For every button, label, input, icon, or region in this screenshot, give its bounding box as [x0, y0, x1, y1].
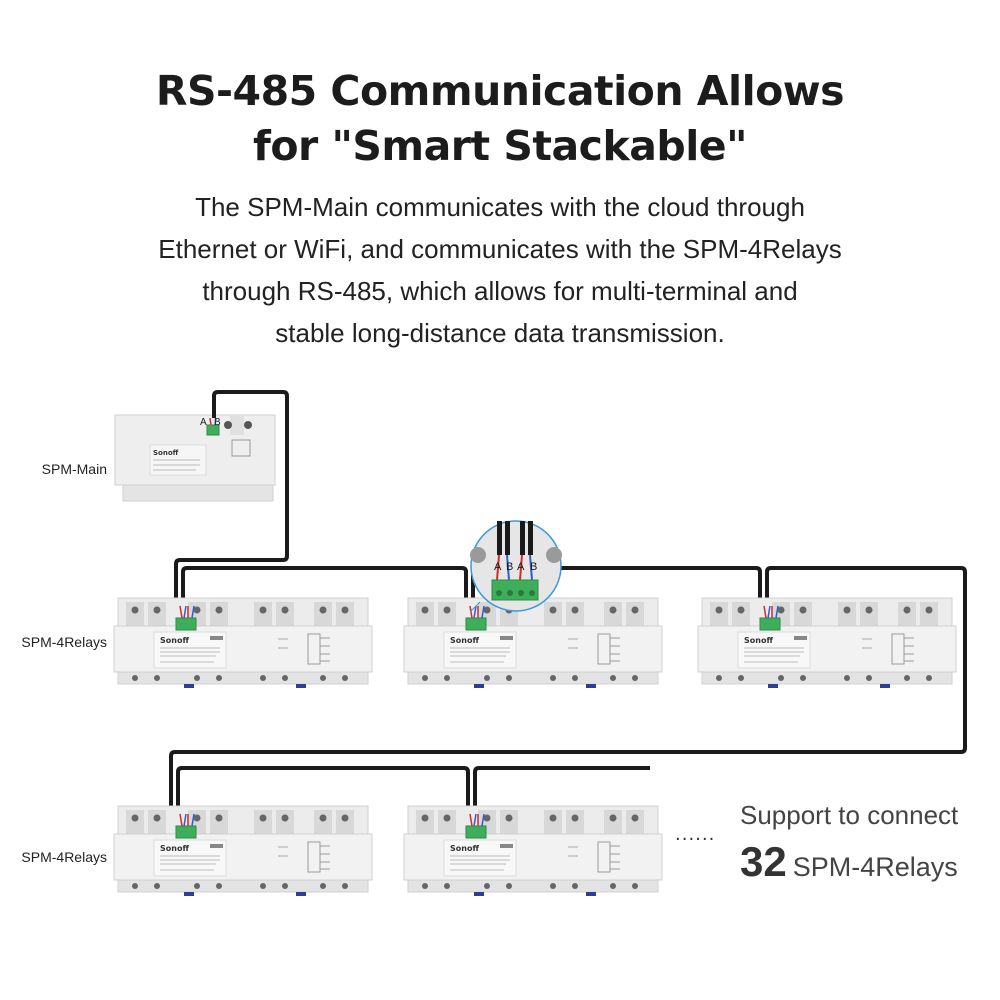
description-line-1: The SPM-Main communicates with the cloud…	[195, 192, 805, 222]
terminal-zoom-bubble: A B A B	[469, 520, 562, 613]
zoom-terminal-b1: B	[506, 561, 513, 573]
spm-4relays-3	[697, 597, 957, 689]
spm-4relays-5	[403, 805, 663, 897]
label-spm-4relays-row2: SPM-4Relays	[21, 849, 107, 865]
zoom-terminal-a1: A	[494, 561, 502, 573]
more-devices-ellipsis: ......	[675, 824, 716, 845]
support-count: 32	[740, 838, 787, 885]
title-line-1: RS-485 Communication Allows	[155, 67, 845, 115]
description: The SPM-Main communicates with the cloud…	[0, 186, 1000, 354]
description-line-2: Ethernet or WiFi, and communicates with …	[158, 234, 842, 264]
label-spm-main: SPM-Main	[41, 461, 107, 477]
description-line-4: stable long-distance data transmission.	[275, 318, 725, 348]
rs485-cable	[169, 390, 967, 818]
title-line-2: for "Smart Stackable"	[253, 122, 747, 170]
support-unit: SPM-4Relays	[792, 852, 958, 882]
support-line: Support to connect	[740, 800, 959, 830]
main-terminal-b: B	[214, 417, 221, 428]
zoom-terminal-b2: B	[530, 561, 537, 573]
spm-main-device: Sonoff A B	[114, 414, 276, 502]
svg-text:Sonoff: Sonoff	[153, 449, 179, 457]
main-terminal-a: A	[200, 417, 207, 428]
spm-4relays-2	[403, 597, 663, 689]
spm-4relays-4	[113, 805, 373, 897]
zoom-terminal-a2: A	[517, 561, 525, 573]
spm-4relays-1	[113, 597, 373, 689]
page-title: RS-485 Communication Allows for "Smart S…	[0, 64, 1000, 174]
label-spm-4relays-row1: SPM-4Relays	[21, 634, 107, 650]
description-line-3: through RS-485, which allows for multi-t…	[202, 276, 798, 306]
